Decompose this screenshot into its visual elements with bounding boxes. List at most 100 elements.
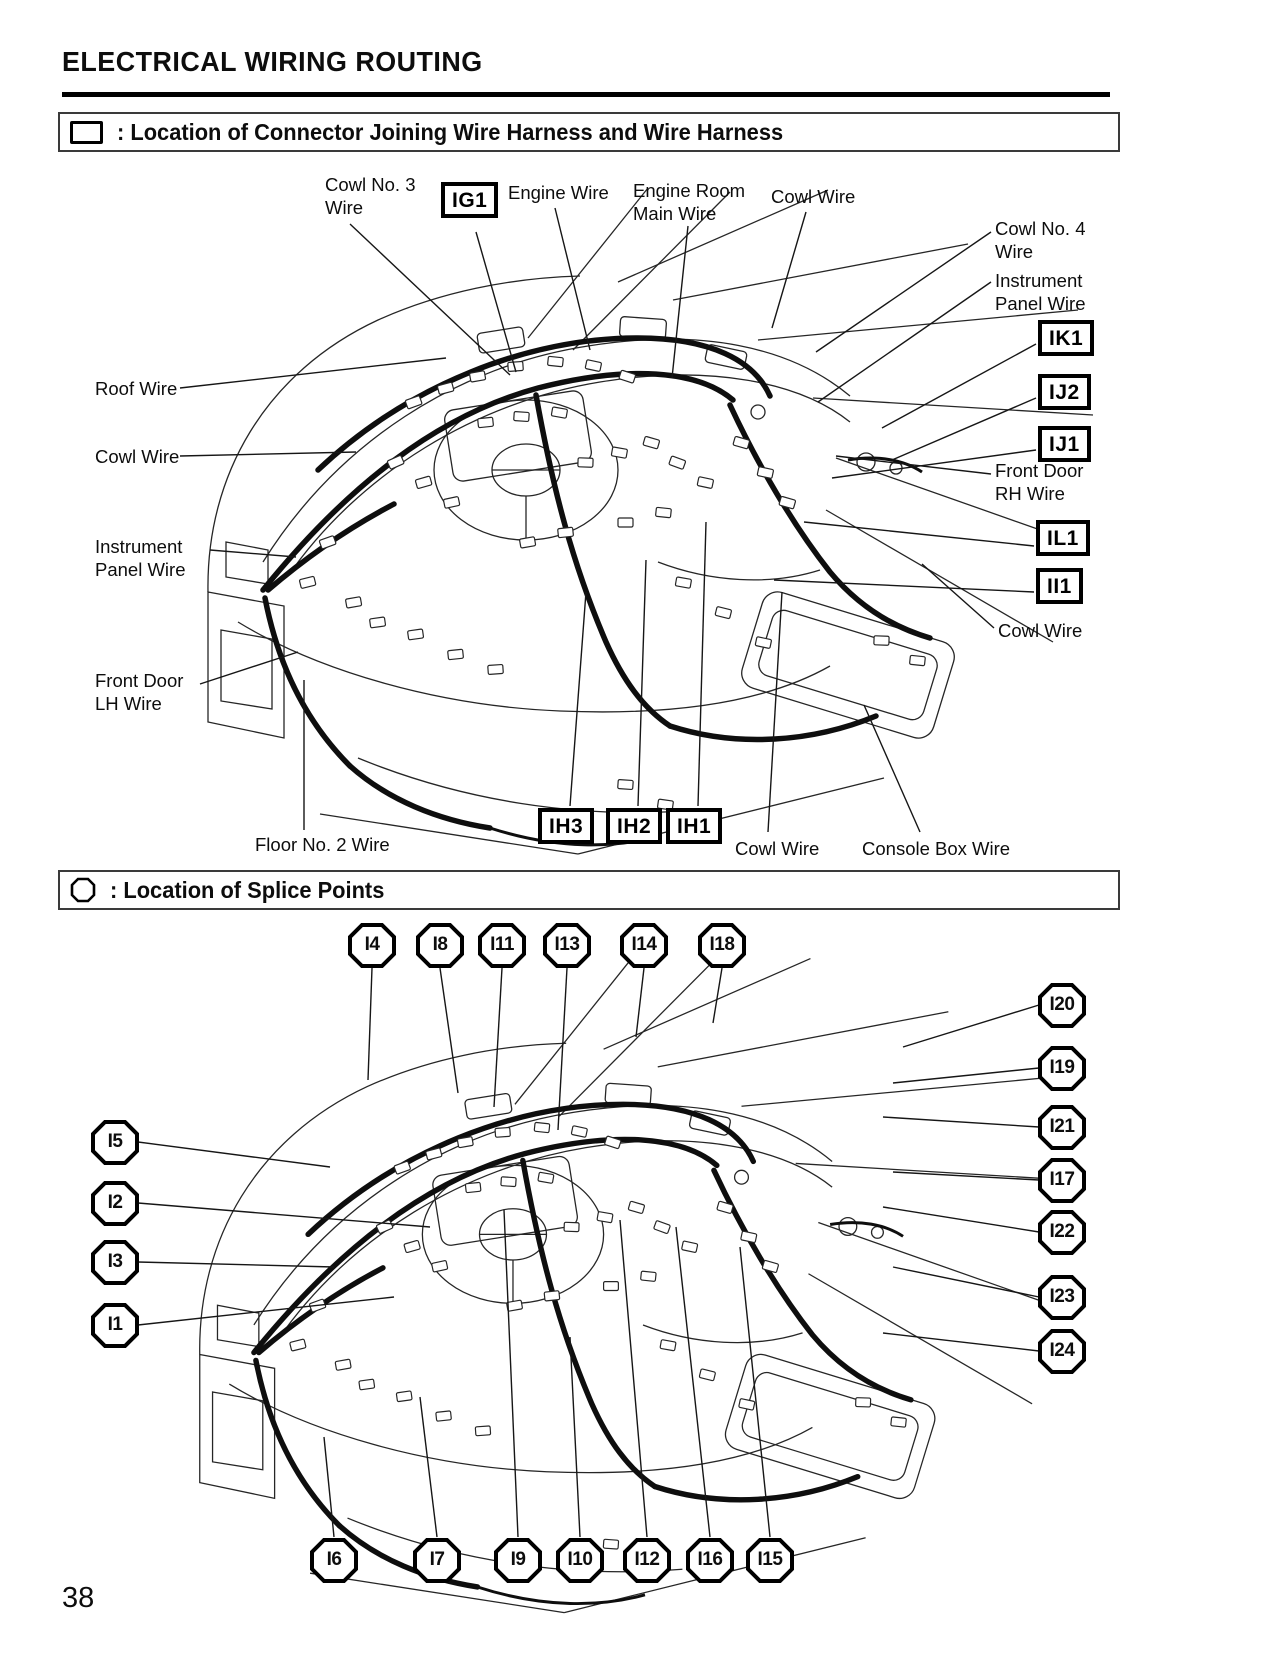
- splice-id: I6: [326, 1549, 342, 1570]
- octagon-icon: [416, 922, 464, 968]
- page-number: 38: [62, 1582, 95, 1614]
- splice-badge: I22: [1037, 1209, 1087, 1256]
- section-header-splice-points: : Location of Splice Points: [58, 870, 1120, 910]
- octagon-icon: [478, 922, 526, 968]
- splice-octagon-icon: [70, 877, 96, 903]
- octagon-icon: [494, 1537, 542, 1583]
- wire-label: Cowl Wire: [95, 446, 180, 467]
- harness-artwork: [179, 160, 1122, 866]
- section-header-connector-locations: : Location of Connector Joining Wire Har…: [58, 112, 1120, 152]
- splice-id: I14: [631, 934, 657, 955]
- octagon-icon: [413, 1537, 461, 1583]
- octagon-icon: [1038, 1104, 1086, 1150]
- wire-label: Cowl Wire: [998, 620, 1083, 641]
- splice-id: I23: [1049, 1286, 1075, 1307]
- leader-line: [882, 1116, 1040, 1128]
- wire-label: Instrument Panel Wire: [995, 270, 1086, 314]
- octagon-icon: [348, 922, 396, 968]
- leader-line: [637, 559, 647, 807]
- leader-line: [503, 1209, 519, 1538]
- leader-line: [881, 343, 1037, 429]
- octagon-icon: [698, 922, 746, 968]
- leader-line: [902, 1004, 1040, 1048]
- leader-line: [137, 1261, 335, 1268]
- splice-badge: I6: [309, 1537, 359, 1584]
- leader-line: [675, 1226, 711, 1538]
- wire-label: Cowl Wire: [771, 186, 856, 207]
- section1-title: : Location of Connector Joining Wire Har…: [117, 118, 784, 145]
- wire-label: Cowl No. 3 Wire: [325, 174, 416, 218]
- wire-label: Instrument Panel Wire: [95, 536, 186, 580]
- leader-line: [569, 1336, 581, 1538]
- octagon-icon: [746, 1537, 794, 1583]
- splice-id: I24: [1049, 1340, 1075, 1361]
- octagon-icon: [543, 922, 591, 968]
- splice-badge: I24: [1037, 1328, 1087, 1375]
- splice-id: I3: [107, 1251, 123, 1272]
- splice-id: I10: [567, 1549, 593, 1570]
- connector-id-box: IK1: [1038, 320, 1095, 356]
- leader-line: [323, 1436, 335, 1538]
- title-rule: [62, 92, 1110, 97]
- leader-line: [882, 1332, 1040, 1352]
- splice-id: I4: [364, 934, 380, 955]
- splice-badge: I21: [1037, 1104, 1087, 1151]
- splice-id: I22: [1049, 1221, 1075, 1242]
- splice-badge: I11: [477, 922, 527, 969]
- leader-line: [863, 704, 921, 833]
- leader-line: [817, 281, 992, 403]
- connector-id-box: IJ1: [1038, 426, 1091, 462]
- leader-line: [349, 223, 511, 376]
- splice-badge: I3: [90, 1239, 140, 1286]
- leader-line: [137, 1141, 331, 1168]
- wire-label: Floor No. 2 Wire: [255, 834, 390, 855]
- octagon-icon: [310, 1537, 358, 1583]
- leader-line: [475, 231, 517, 373]
- octagon-icon: [620, 922, 668, 968]
- leader-line: [209, 549, 297, 558]
- octagon-icon: [91, 1119, 139, 1165]
- octagon-icon: [1038, 1274, 1086, 1320]
- splice-badge: I15: [745, 1537, 795, 1584]
- octagon-icon: [1038, 1045, 1086, 1091]
- octagon-icon: [1038, 1157, 1086, 1203]
- leader-line: [554, 207, 591, 351]
- wire-label: Engine Wire: [508, 182, 609, 203]
- splice-badge: I1: [90, 1302, 140, 1349]
- leader-line: [439, 967, 459, 1094]
- leader-line: [771, 211, 807, 329]
- octagon-icon: [91, 1239, 139, 1285]
- wire-label: Console Box Wire: [862, 838, 1011, 859]
- splice-badge: I17: [1037, 1157, 1087, 1204]
- splice-id: I9: [510, 1549, 526, 1570]
- splice-id: I21: [1049, 1116, 1075, 1137]
- splice-badge: I2: [90, 1180, 140, 1227]
- leader-line: [635, 967, 645, 1038]
- octagon-icon: [556, 1537, 604, 1583]
- leader-line: [803, 521, 1035, 547]
- wire-label: Cowl Wire: [735, 838, 820, 859]
- leader-line: [921, 563, 995, 629]
- splice-badge: I23: [1037, 1274, 1087, 1321]
- splice-badge: I5: [90, 1119, 140, 1166]
- wire-label: Roof Wire: [95, 378, 178, 399]
- wire-label: Cowl No. 4 Wire: [995, 218, 1086, 262]
- leader-line: [891, 397, 1037, 461]
- leader-line: [882, 1206, 1040, 1233]
- splice-id: I17: [1049, 1169, 1075, 1190]
- octagon-icon: [1038, 1328, 1086, 1374]
- connector-id-box: IH1: [666, 808, 723, 844]
- connector-location-diagram: Cowl No. 3 Wire Engine Wire Engine Room Ma…: [58, 160, 1122, 866]
- leader-line: [179, 357, 447, 389]
- leader-line: [557, 967, 568, 1131]
- leader-line: [367, 967, 373, 1081]
- connector-id-box: IH3: [538, 808, 595, 844]
- splice-badge: I20: [1037, 982, 1087, 1029]
- wire-label: Engine Room Main Wire: [633, 180, 746, 224]
- connector-id-box: IJ2: [1038, 374, 1091, 410]
- connector-id-box: IL1: [1036, 520, 1090, 556]
- harness-artwork: [137, 915, 1122, 1605]
- leader-line: [697, 521, 707, 807]
- leader-line: [892, 1266, 1040, 1298]
